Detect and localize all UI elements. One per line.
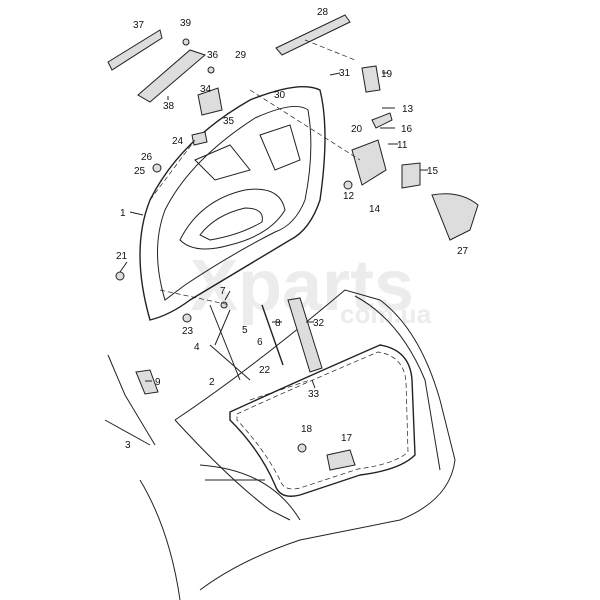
callout-11: 11 <box>397 140 408 151</box>
callout-31: 31 <box>339 68 351 79</box>
callout-6: 6 <box>257 337 263 348</box>
part-8-strut <box>261 304 284 366</box>
callout-30: 30 <box>274 90 286 101</box>
part-19-actuator <box>361 65 381 93</box>
callout-27: 27 <box>457 246 469 257</box>
part-15-bracket <box>401 162 421 189</box>
callout-38: 38 <box>163 101 175 112</box>
callout-33: 33 <box>308 389 320 400</box>
callout-20: 20 <box>351 124 363 135</box>
callout-18: 18 <box>301 424 313 435</box>
part-11-lock <box>351 139 387 186</box>
parts <box>104 14 479 471</box>
callout-1: 1 <box>120 208 126 219</box>
leader-lines <box>119 39 428 401</box>
callout-35: 35 <box>223 116 235 127</box>
callout-19: 19 <box>381 69 393 80</box>
callout-24: 24 <box>172 136 184 147</box>
callout-8: 8 <box>275 318 281 329</box>
part-17-striker <box>326 449 356 471</box>
part-2-hinge <box>209 304 251 381</box>
part-28-light <box>275 14 351 56</box>
callout-17: 17 <box>341 433 353 444</box>
part-21-buffer <box>115 271 125 281</box>
part-23-buffer <box>182 313 192 323</box>
part-34-bracket <box>197 87 223 116</box>
part-32-trim <box>287 297 323 373</box>
callout-23: 23 <box>182 326 194 337</box>
svg-text:com.ua: com.ua <box>340 299 432 329</box>
part-24-switch <box>191 131 208 146</box>
callout-22: 22 <box>259 365 271 376</box>
callout-29: 29 <box>235 50 247 61</box>
part-12-nut <box>343 180 353 190</box>
part-18-nut <box>297 443 307 453</box>
part-7-nut <box>220 301 228 309</box>
callout-28: 28 <box>317 7 329 18</box>
callout-34: 34 <box>200 84 212 95</box>
callout-12: 12 <box>343 191 355 202</box>
callout-15: 15 <box>427 166 439 177</box>
part-38-plate <box>137 49 206 103</box>
callout-16: 16 <box>401 124 413 135</box>
part-27-cover <box>431 193 479 241</box>
part-36-nut <box>207 66 215 74</box>
callout-37: 37 <box>133 20 145 31</box>
part-16-cover <box>371 112 393 129</box>
callout-36: 36 <box>207 50 219 61</box>
callout-26: 26 <box>141 152 153 163</box>
callout-2: 2 <box>209 377 215 388</box>
callout-32: 32 <box>313 318 325 329</box>
car-body-rear <box>139 289 456 600</box>
part-25-buffer <box>152 163 162 173</box>
callout-9: 9 <box>155 377 161 388</box>
trunk-seal <box>229 344 416 497</box>
callout-14: 14 <box>369 204 381 215</box>
callout-labels: 1 2 3 4 5 6 7 8 9 11 12 13 14 15 16 17 1… <box>116 7 469 451</box>
callout-25: 25 <box>134 166 146 177</box>
callout-4: 4 <box>194 342 200 353</box>
part-3-hinge <box>104 354 156 446</box>
part-39-bolt <box>182 38 190 46</box>
callout-39: 39 <box>180 18 192 29</box>
callout-7: 7 <box>220 286 226 297</box>
part-9-spring <box>135 369 159 395</box>
callout-21: 21 <box>116 251 128 262</box>
callout-13: 13 <box>402 104 414 115</box>
part-37-emblem <box>107 29 163 71</box>
callout-3: 3 <box>125 440 131 451</box>
callout-5: 5 <box>242 325 248 336</box>
